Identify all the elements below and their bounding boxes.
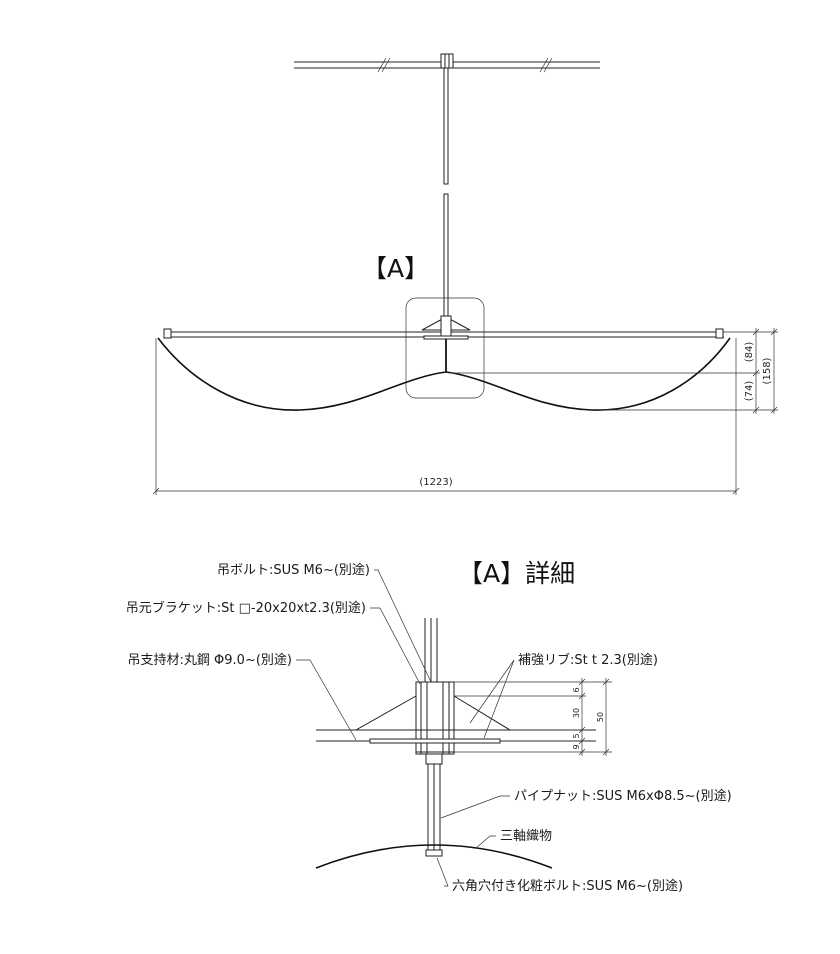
label-pipe-nut: パイプナット:SUS M6xΦ8.5~(別途) (514, 788, 732, 804)
ceiling-bracket (440, 53, 454, 69)
label-fabric: 三軸織物 (500, 829, 552, 844)
detail-marker-label: 【A】 (362, 254, 429, 283)
dim-9: 9 (572, 744, 581, 749)
label-hanging-bolt: 吊ボルト:SUS M6~(別途) (217, 562, 370, 578)
label-support: 吊支持材:丸鋼 Φ9.0~(別途) (128, 652, 292, 668)
detail-a: 【A】詳細 (126, 559, 732, 894)
reinforcing-rib-left (354, 695, 417, 731)
label-rib: 補強リブ:St t 2.3(別途) (518, 652, 658, 668)
fabric-curve (315, 844, 553, 869)
dim-30: 30 (572, 708, 581, 718)
center-plate (423, 335, 469, 340)
membrane-curve (157, 337, 731, 411)
height-dimensions: (84) (74) (158) (450, 328, 778, 414)
detail-a-frame (405, 297, 485, 399)
detail-title: 【A】詳細 (458, 559, 575, 588)
dim-158: (158) (762, 357, 773, 384)
width-dim-label: (1223) (419, 477, 452, 488)
break-mark-left (377, 57, 391, 73)
base-plate (369, 738, 501, 744)
width-dimension: (1223) (152, 338, 740, 495)
hanging-rod-lower (443, 193, 449, 321)
end-fitting-right (715, 328, 724, 339)
break-mark-right (539, 57, 553, 73)
overview-elevation: 【A】 (1223) (152, 53, 778, 495)
dim-6: 6 (572, 687, 581, 692)
label-bracket: 吊元ブラケット:St □-20x20xt2.3(別途) (126, 600, 366, 616)
end-fitting-left (163, 328, 172, 339)
dim-84: (84) (744, 342, 755, 363)
reinforcing-rib-right (453, 695, 512, 731)
nut (425, 753, 443, 765)
dim-50: 50 (596, 712, 605, 722)
cap-bolt (425, 849, 443, 857)
dim-74: (74) (744, 381, 755, 402)
dim-5: 5 (572, 733, 581, 738)
label-cap-bolt: 六角穴付き化粧ボルト:SUS M6~(別途) (452, 878, 683, 894)
leader-lines (296, 569, 515, 887)
detail-dimensions: 6 30 5 9 50 (454, 678, 612, 756)
hanging-rod-upper (443, 67, 449, 185)
